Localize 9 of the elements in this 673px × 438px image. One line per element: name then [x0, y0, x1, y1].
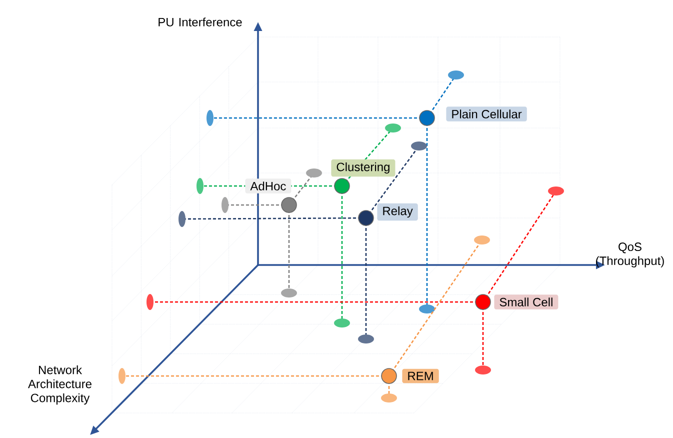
axis-title: Network Architecture Complexity — [28, 365, 92, 405]
axis-title: QoS (Throughput) — [596, 242, 664, 268]
point-label: Plain Cellular — [446, 106, 527, 122]
point-label: REM — [402, 368, 439, 384]
point-label: Relay — [377, 203, 418, 221]
point-label: Small Cell — [494, 294, 558, 310]
point-label: AdHoc — [245, 178, 292, 194]
point-label: Clustering — [331, 159, 396, 177]
axis-title: PU Interference — [158, 18, 242, 26]
